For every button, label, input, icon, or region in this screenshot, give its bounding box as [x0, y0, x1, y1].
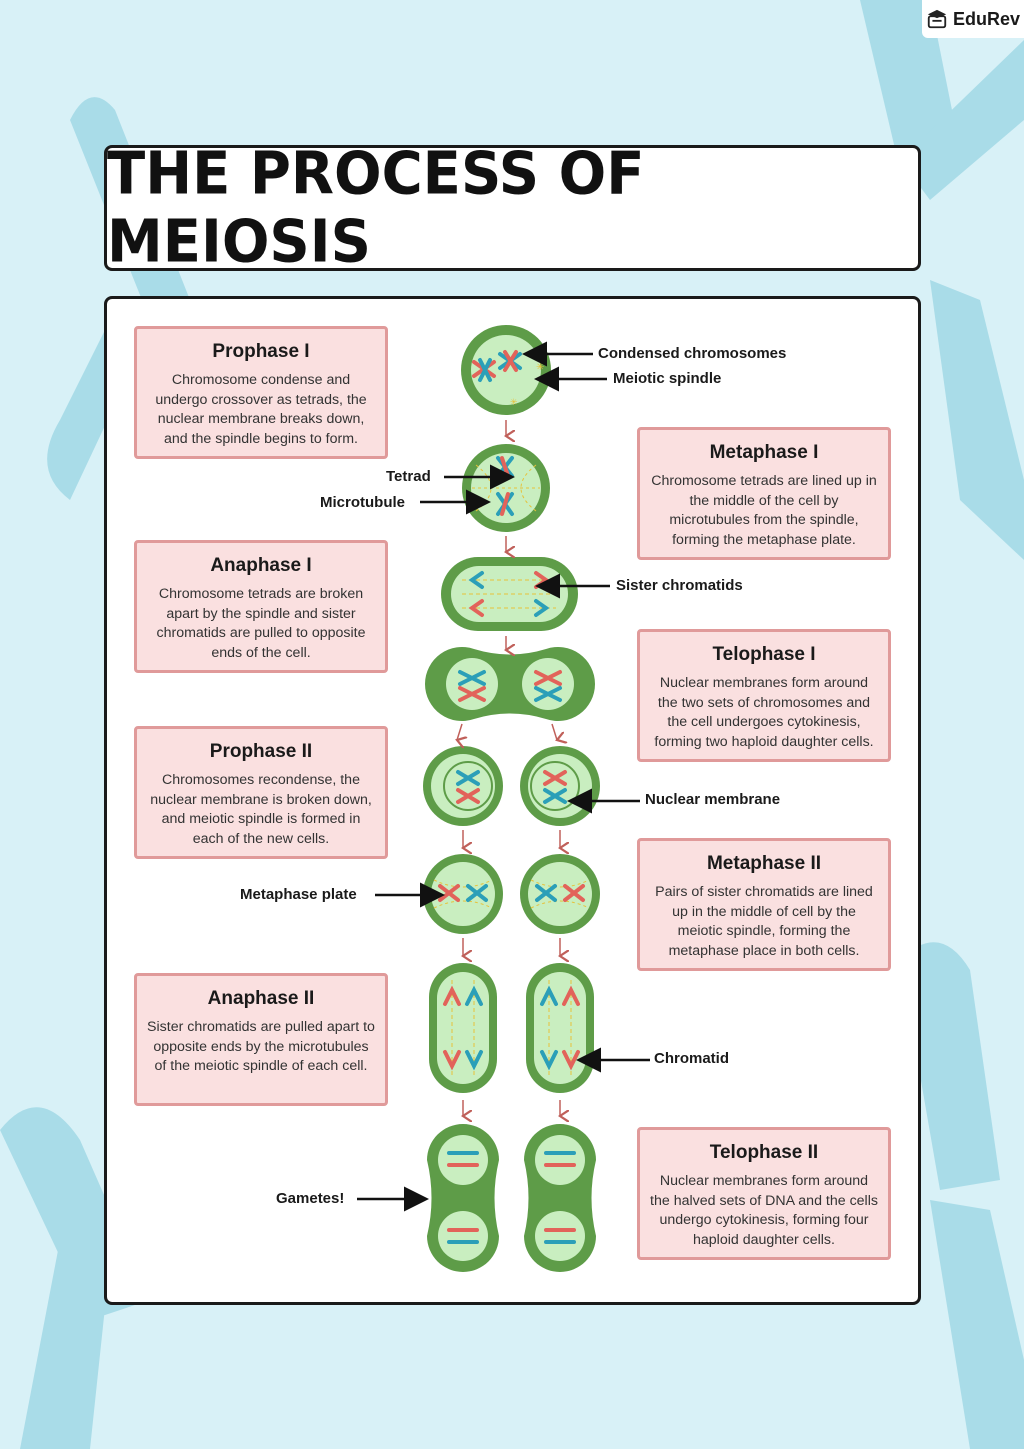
stage-card-anaphase-2: Anaphase II Sister chromatids are pulled…: [134, 973, 388, 1106]
title-box: THE PROCESS OF MEIOSIS: [104, 140, 921, 276]
stage-card-telophase-2: Telophase II Nuclear membranes form arou…: [637, 1127, 891, 1260]
label-metaphase-plate: Metaphase plate: [240, 886, 357, 903]
stage-description: Chromosome tetrads are broken apart by t…: [156, 586, 366, 661]
stage-title: Prophase I: [212, 341, 310, 362]
stage-card-metaphase-2: Metaphase II Pairs of sister chromatids …: [637, 838, 891, 971]
label-chromatid: Chromatid: [654, 1050, 729, 1067]
stage-title: Telophase II: [709, 1142, 819, 1163]
stage-card-telophase-1: Telophase I Nuclear membranes form aroun…: [637, 629, 891, 762]
label-gametes: Gametes!: [276, 1190, 345, 1207]
stage-description: Nuclear membranes form around the two se…: [654, 675, 874, 750]
stage-title: Anaphase II: [207, 988, 315, 1009]
stage-description: Sister chromatids are pulled apart to op…: [147, 1019, 375, 1075]
stage-card-anaphase-1: Anaphase I Chromosome tetrads are broken…: [134, 540, 388, 673]
label-sister-chromatids: Sister chromatids: [616, 577, 743, 594]
stage-title: Metaphase II: [706, 853, 822, 874]
label-condensed-chromosomes: Condensed chromosomes: [598, 345, 787, 362]
brand-name: EduRev: [952, 8, 1021, 29]
stage-description: Pairs of sister chromatids are lined up …: [655, 884, 873, 959]
stage-description: Nuclear membranes form around the halved…: [650, 1173, 878, 1248]
label-microtubule: Microtubule: [320, 494, 405, 511]
stage-title: Anaphase I: [210, 555, 312, 576]
label-nuclear-membrane: Nuclear membrane: [645, 791, 781, 808]
stage-card-prophase-2: Prophase II Chromosomes recondense, the …: [134, 726, 388, 859]
graduation-cap-icon: [927, 9, 947, 29]
stage-title: Telophase I: [712, 644, 816, 665]
brand-logo: EduRev: [922, 0, 1024, 38]
stage-description: Chromosome tetrads are lined up in the m…: [651, 473, 877, 548]
stage-card-prophase-1: Prophase I Chromosome condense and under…: [134, 326, 388, 459]
stage-card-metaphase-1: Metaphase I Chromosome tetrads are lined…: [637, 427, 891, 560]
stage-description: Chromosome condense and undergo crossove…: [155, 372, 367, 447]
label-tetrad: Tetrad: [386, 468, 431, 485]
stage-title: Prophase II: [209, 741, 313, 762]
page-title: THE PROCESS OF MEIOSIS: [107, 139, 645, 277]
stage-description: Chromosomes recondense, the nuclear memb…: [150, 772, 372, 847]
label-meiotic-spindle: Meiotic spindle: [613, 370, 722, 387]
stage-title: Metaphase I: [709, 442, 819, 463]
